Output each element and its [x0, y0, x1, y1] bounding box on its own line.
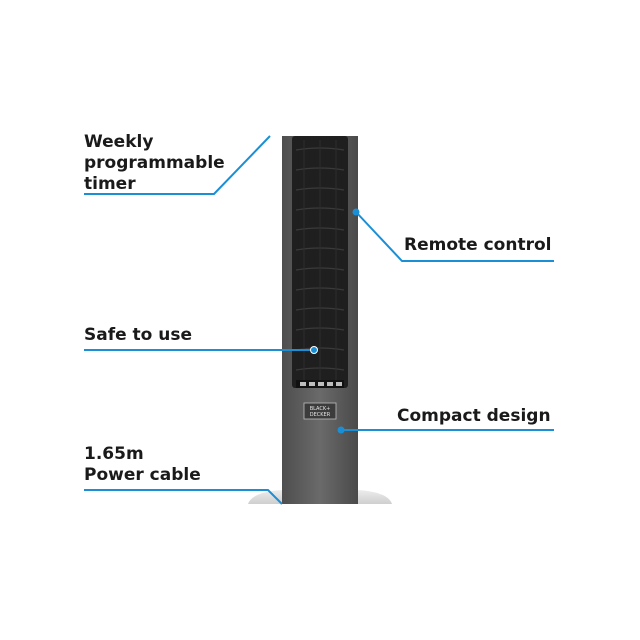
feature-label-compact: Compact design — [397, 406, 551, 427]
cable-line-2: Power cable — [84, 465, 201, 485]
callout-lines — [84, 135, 554, 505]
compact-label: Compact design — [397, 406, 551, 426]
svg-text:BLACK+: BLACK+ — [310, 406, 331, 412]
cable-line-1: 1.65m — [84, 444, 144, 464]
feature-label-safe: Safe to use — [84, 325, 192, 346]
callout-dot-safe — [310, 346, 318, 354]
callout-dot-remote — [352, 208, 360, 216]
svg-text:DECKER: DECKER — [310, 412, 331, 418]
fan-control-buttons — [296, 380, 344, 388]
feature-label-remote: Remote control — [404, 235, 551, 256]
feature-label-timer: Weekly programmable timer — [84, 132, 225, 195]
callout-line-timer — [84, 135, 271, 195]
safe-label: Safe to use — [84, 325, 193, 345]
timer-line-2: programmable — [84, 153, 225, 173]
timer-line-1: Weekly — [84, 132, 154, 152]
remote-label: Remote control — [404, 235, 552, 255]
callout-dots — [310, 208, 360, 434]
callout-line-remote — [355, 211, 554, 262]
callout-dot-compact — [337, 426, 345, 434]
brand-logo: BLACK+ DECKER — [303, 402, 337, 420]
callout-line-cable — [84, 489, 283, 505]
timer-line-3: timer — [84, 174, 136, 194]
feature-label-cable: 1.65m Power cable — [84, 444, 201, 486]
